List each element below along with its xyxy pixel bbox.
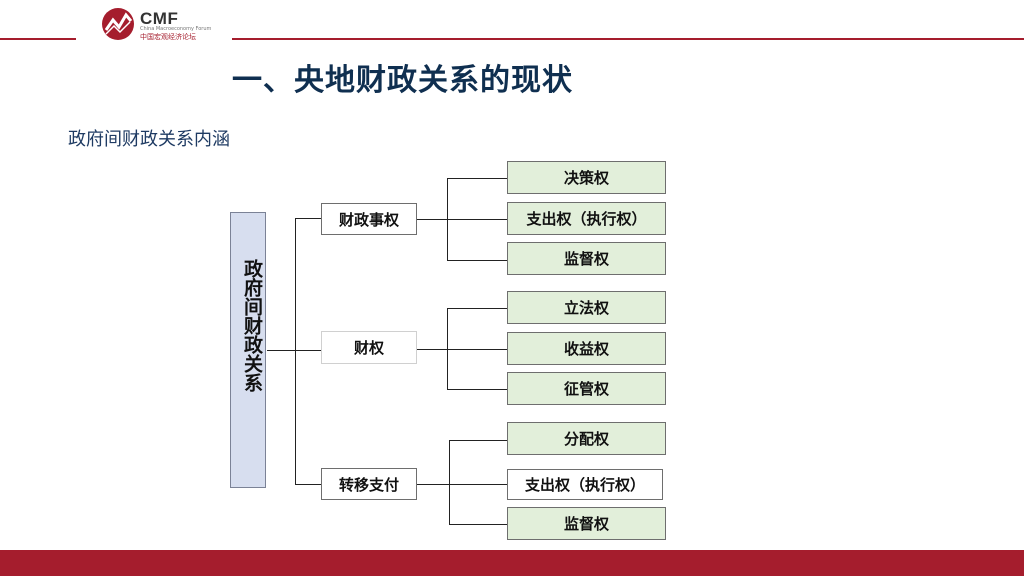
connector: [447, 389, 507, 390]
leaf-node-expenditure-power: 支出权（执行权）: [507, 469, 663, 500]
leaf-node-supervision-power: 监督权: [507, 507, 666, 540]
connector: [295, 484, 321, 485]
connector: [449, 484, 507, 485]
page-subtitle: 政府间财政关系内涵: [68, 129, 230, 150]
connector: [417, 349, 447, 350]
leaf-node-legislative-power: 立法权: [507, 291, 666, 324]
leaf-node-allocation-power: 分配权: [507, 422, 666, 455]
connector: [295, 218, 296, 484]
logo-wordmark: CMF: [140, 9, 179, 28]
leaf-node-decision-power: 决策权: [507, 161, 666, 194]
logo-cn-name: 中国宏观经济论坛: [140, 33, 196, 41]
connector: [449, 524, 507, 525]
leaf-node-collection-power: 征管权: [507, 372, 666, 405]
connector: [417, 219, 447, 220]
connector: [447, 260, 507, 261]
connector: [447, 308, 448, 389]
connector: [447, 349, 507, 350]
connector: [449, 440, 450, 524]
leaf-node-supervision-power: 监督权: [507, 242, 666, 275]
cmf-logo-icon: [102, 8, 134, 40]
leaf-node-revenue-right: 收益权: [507, 332, 666, 365]
group-node-transfer-payment: 转移支付: [321, 468, 417, 500]
leaf-node-expenditure-power: 支出权（执行权）: [507, 202, 666, 235]
connector: [295, 350, 321, 351]
connector: [449, 440, 507, 441]
connector: [417, 484, 449, 485]
group-node-fiscal-authority: 财政事权: [321, 203, 417, 235]
connector: [267, 350, 295, 351]
root-node: 政府间财政关系: [230, 212, 266, 488]
connector: [447, 178, 507, 179]
page-title: 一、央地财政关系的现状: [232, 63, 573, 98]
group-node-revenue-power: 财权: [321, 331, 417, 364]
header-rule-right: [232, 38, 1024, 40]
footer-bar: [0, 550, 1024, 576]
connector: [447, 308, 507, 309]
header-rule-left: [0, 38, 76, 40]
connector: [447, 219, 507, 220]
logo-subline: China Macroeconomy Forum: [140, 26, 212, 32]
root-node-label: 政府间财政关系: [241, 259, 263, 392]
connector: [295, 218, 321, 219]
